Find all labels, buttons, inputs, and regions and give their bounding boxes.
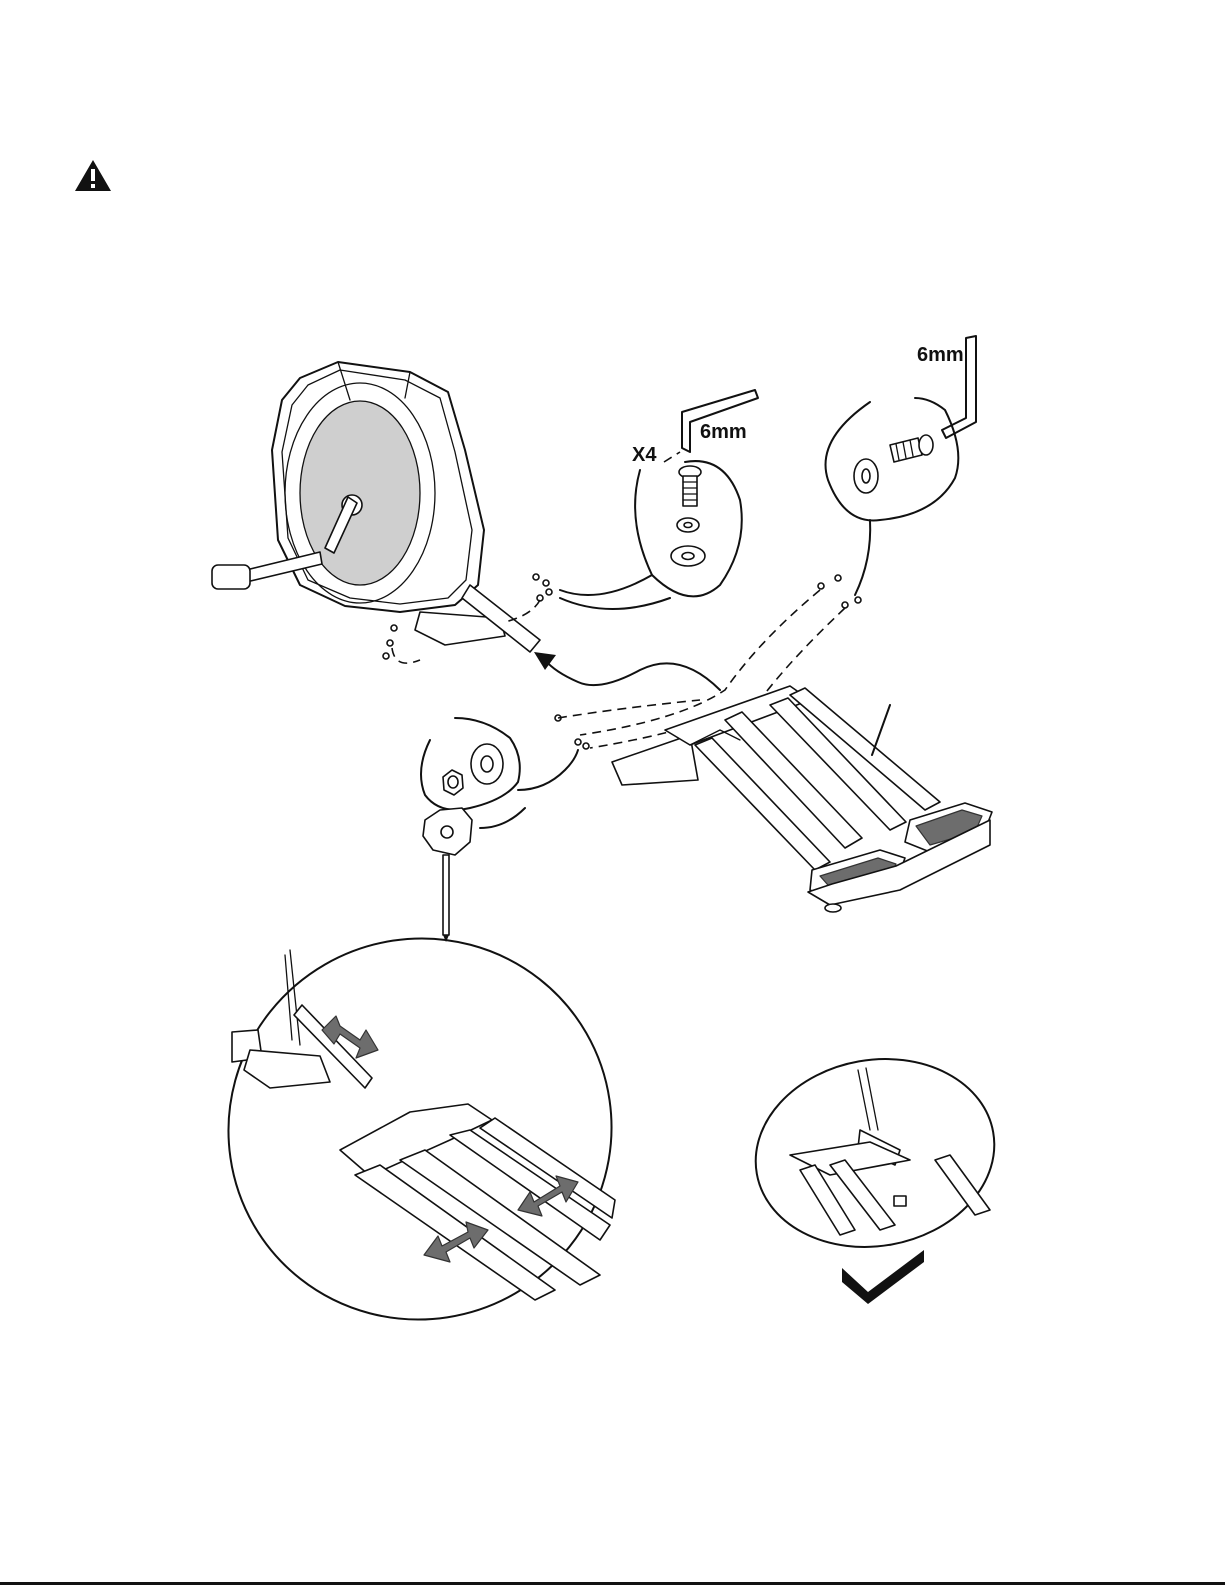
base-frame	[612, 686, 992, 912]
hex-key-size-label: 6mm	[700, 421, 747, 443]
assembly-direction-arrow	[534, 652, 720, 690]
flywheel-housing	[212, 362, 540, 652]
assembly-guide-lines	[392, 590, 845, 748]
hex-key-size-label: 6mm	[917, 344, 964, 366]
quantity-label: X4	[632, 444, 657, 466]
checkmark-icon	[842, 1250, 924, 1304]
pedal	[212, 565, 250, 589]
pivot-bolt-callout	[826, 336, 976, 595]
detail-view-correct	[741, 1041, 1010, 1266]
detail-view-alignment	[159, 868, 682, 1389]
warning-triangle-icon	[75, 160, 111, 191]
nut-washer-callout	[421, 718, 578, 942]
